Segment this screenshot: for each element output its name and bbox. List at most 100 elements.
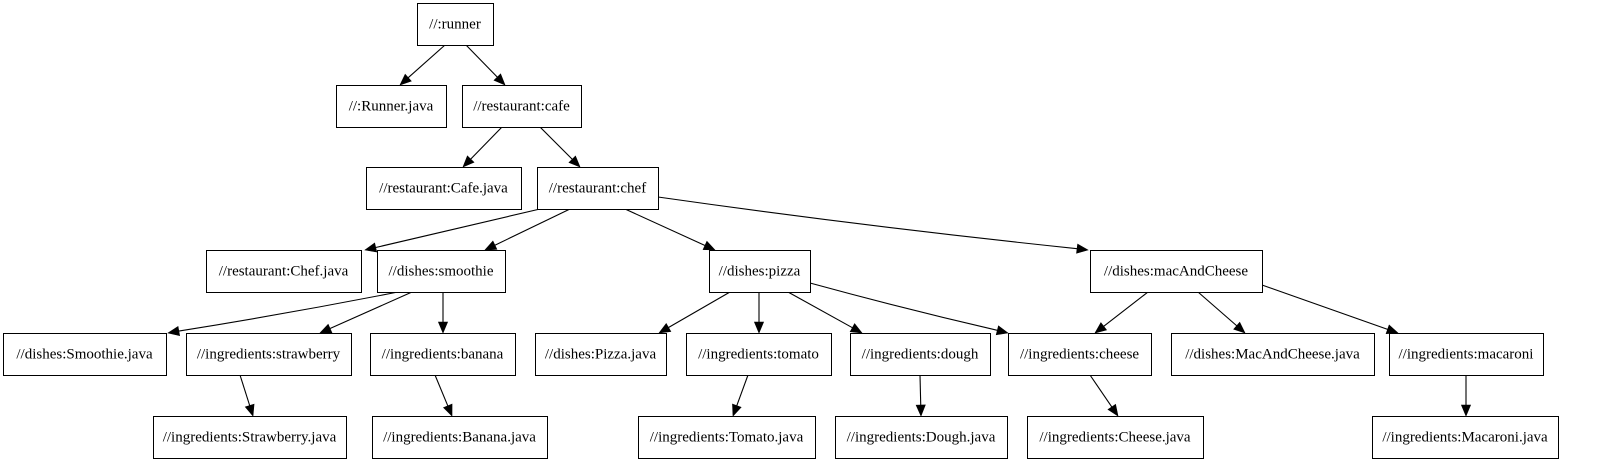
graph-edge [657, 196, 1089, 254]
graph-node-dough_java[interactable]: //ingredients:Dough.java [835, 416, 1008, 459]
node-box[interactable] [370, 333, 516, 376]
node-box[interactable] [366, 167, 522, 210]
graph-node-banana_java[interactable]: //ingredients:Banana.java [372, 416, 548, 459]
edge-arrowhead [167, 326, 181, 336]
node-label: //restaurant:chef [549, 180, 646, 196]
node-label: //dishes:Pizza.java [545, 346, 657, 362]
node-box[interactable] [638, 416, 816, 459]
edge-arrowhead [319, 323, 333, 334]
node-label: //ingredients:macaroni [1399, 346, 1534, 362]
node-label: //ingredients:Strawberry.java [163, 429, 337, 445]
graph-edge [399, 44, 446, 86]
edge-arrowhead [443, 403, 453, 417]
graph-edge [1094, 291, 1149, 334]
node-label: //ingredients:Dough.java [847, 429, 996, 445]
graph-edge [732, 374, 749, 417]
graph-node-runner_java[interactable]: //:Runner.java [336, 85, 447, 128]
graph-node-ing_macaroni[interactable]: //ingredients:macaroni [1389, 333, 1544, 376]
edge-arrowhead [437, 321, 449, 334]
node-box[interactable] [1090, 250, 1263, 293]
graph-edge [753, 292, 765, 334]
graph-node-ing_strawberry[interactable]: //ingredients:strawberry [186, 333, 352, 376]
graph-node-ing_banana[interactable]: //ingredients:banana [370, 333, 516, 376]
node-box[interactable] [186, 333, 352, 376]
graph-node-macandcheese_java[interactable]: //dishes:MacAndCheese.java [1171, 333, 1375, 376]
node-box[interactable] [372, 416, 548, 459]
node-label: //ingredients:cheese [1020, 346, 1139, 362]
node-box[interactable] [1389, 333, 1544, 376]
edge-arrowhead [658, 322, 672, 334]
node-label: //ingredients:tomato [698, 346, 819, 362]
graph-node-macaroni_java[interactable]: //ingredients:Macaroni.java [1372, 416, 1559, 459]
graph-node-dishes_smoothie[interactable]: //dishes:smoothie [377, 250, 506, 293]
node-box[interactable] [835, 416, 1008, 459]
graph-node-restaurant_cafe[interactable]: //restaurant:cafe [462, 85, 582, 128]
node-box[interactable] [686, 333, 832, 376]
node-label: //dishes:MacAndCheese.java [1185, 346, 1360, 362]
node-box[interactable] [206, 250, 362, 293]
edge-arrowhead [732, 403, 742, 417]
graph-node-tomato_java[interactable]: //ingredients:Tomato.java [638, 416, 816, 459]
graph-edge [539, 126, 581, 168]
edge-arrowhead [849, 323, 863, 334]
graph-nodes-layer: //:runner //:Runner.java //restaurant:cafe… [3, 3, 1559, 459]
graph-edge [437, 292, 449, 334]
node-box[interactable] [153, 416, 347, 459]
edge-arrowhead [1094, 322, 1108, 334]
edge-arrowhead [753, 321, 765, 334]
node-label: //dishes:Smoothie.java [16, 346, 153, 362]
node-box[interactable] [1008, 333, 1152, 376]
graph-edge [658, 291, 731, 334]
graph-node-restaurant_chef[interactable]: //restaurant:chef [537, 167, 659, 210]
node-box[interactable] [1372, 416, 1559, 459]
graph-node-dishes_pizza[interactable]: //dishes:pizza [709, 250, 811, 293]
edge-arrowhead [399, 73, 412, 86]
node-label: //dishes:macAndCheese [1104, 263, 1248, 279]
node-box[interactable] [3, 333, 167, 376]
edge-arrowhead [1076, 243, 1089, 254]
node-box[interactable] [336, 85, 447, 128]
graph-node-ing_tomato[interactable]: //ingredients:tomato [686, 333, 832, 376]
node-box[interactable] [1171, 333, 1375, 376]
graph-node-pizza_java[interactable]: //dishes:Pizza.java [535, 333, 667, 376]
graph-edge [462, 126, 503, 168]
node-box[interactable] [537, 167, 659, 210]
graph-node-ing_dough[interactable]: //ingredients:dough [850, 333, 991, 376]
graph-node-cheese_java[interactable]: //ingredients:Cheese.java [1027, 416, 1204, 459]
node-box[interactable] [417, 3, 494, 46]
graph-edge [364, 208, 541, 253]
graph-node-ing_cheese[interactable]: //ingredients:cheese [1008, 333, 1152, 376]
graph-node-dishes_macandchs[interactable]: //dishes:macAndCheese [1090, 250, 1263, 293]
node-label: //dishes:smoothie [389, 263, 494, 279]
node-box[interactable] [709, 250, 811, 293]
graph-edge [1261, 284, 1399, 335]
graph-node-cafe_java[interactable]: //restaurant:Cafe.java [366, 167, 522, 210]
graph-edge [434, 374, 453, 417]
node-box[interactable] [462, 85, 582, 128]
node-label: //restaurant:Chef.java [219, 263, 349, 279]
graph-edge [319, 291, 413, 334]
node-label: //ingredients:strawberry [197, 346, 341, 362]
edge-arrowhead [244, 403, 255, 417]
node-box[interactable] [377, 250, 506, 293]
graph-edge [167, 291, 399, 336]
node-box[interactable] [535, 333, 667, 376]
node-label: //restaurant:cafe [473, 98, 570, 114]
edge-arrowhead [484, 240, 498, 251]
edge-arrowhead [1107, 403, 1119, 417]
graph-edge [624, 208, 716, 251]
node-box[interactable] [850, 333, 991, 376]
graph-node-strawberry_java[interactable]: //ingredients:Strawberry.java [153, 416, 347, 459]
node-label: //ingredients:banana [382, 346, 504, 362]
graph-node-smoothie_java[interactable]: //dishes:Smoothie.java [3, 333, 167, 376]
graph-edge [1460, 375, 1472, 417]
edge-arrowhead [462, 155, 475, 168]
graph-node-runner[interactable]: //:runner [417, 3, 494, 46]
node-box[interactable] [1027, 416, 1204, 459]
edge-arrowhead [364, 242, 378, 253]
graph-edge [787, 291, 863, 334]
graph-node-chef_java[interactable]: //restaurant:Chef.java [206, 250, 362, 293]
edge-arrowhead [1385, 324, 1399, 335]
